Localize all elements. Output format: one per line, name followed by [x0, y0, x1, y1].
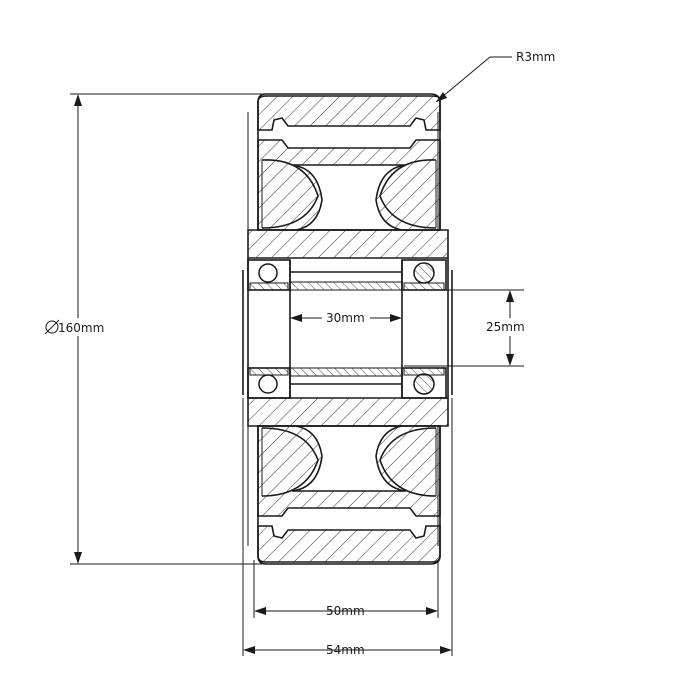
bearing-ball-left-top — [258, 263, 278, 283]
hub-plate-top — [247, 229, 449, 259]
hub-plate-bottom — [247, 397, 449, 427]
spacer-tube-bottom — [289, 367, 403, 377]
dimension-edge-radius: R3mm — [435, 50, 555, 103]
overall-width-label: 54mm — [326, 643, 365, 657]
spacer-tube-top — [289, 281, 403, 291]
dimension-tread-width: 50mm — [253, 560, 439, 618]
bearing-roller-right-bottom — [413, 373, 435, 395]
recess-left-top — [261, 159, 319, 229]
dimension-bore-length: 30mm — [290, 309, 402, 327]
recess-right-bottom — [379, 427, 437, 497]
recess-right-top — [379, 159, 437, 229]
recess-left-bottom — [261, 427, 319, 497]
bore-length-label: 30mm — [326, 311, 365, 325]
hub-center — [242, 229, 453, 427]
dimension-overall-width: 54mm — [242, 398, 453, 657]
hub-web-bottom — [257, 425, 441, 517]
dimension-bore-diameter: 25mm — [404, 289, 534, 367]
outer-diameter-label: 160mm — [58, 321, 104, 335]
hub-web-top — [257, 139, 441, 231]
hub-core-top — [257, 95, 441, 131]
wheel-top-half — [247, 93, 441, 231]
tread-width-label: 50mm — [326, 604, 365, 618]
edge-radius-label: R3mm — [516, 50, 555, 64]
bearing-roller-right-top — [413, 262, 435, 284]
bore-diameter-label: 25mm — [486, 320, 525, 334]
wheel-bottom-half — [247, 425, 441, 565]
dimension-outer-diameter: 160mm — [44, 93, 262, 565]
hub-core-bottom — [257, 525, 441, 563]
bearing-ball-left-bottom — [258, 374, 278, 394]
